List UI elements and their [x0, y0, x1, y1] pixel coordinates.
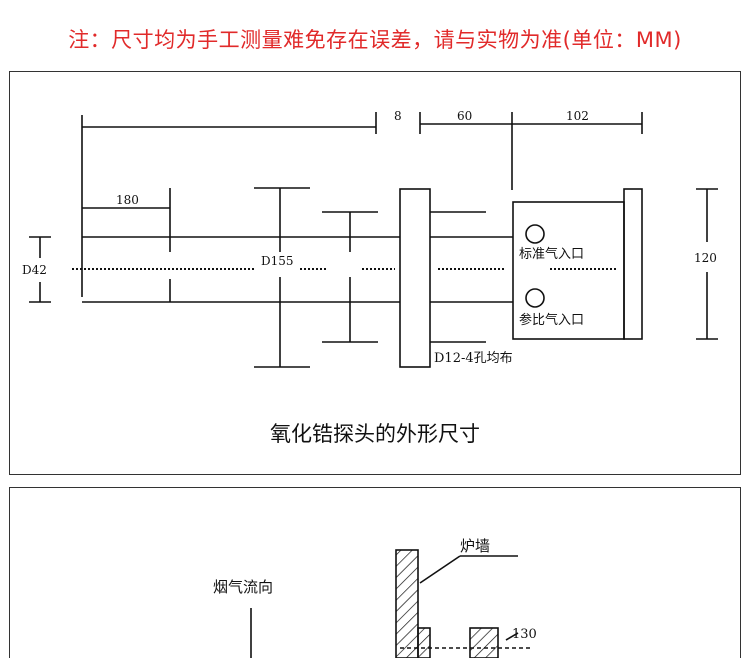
standard-gas-inlet-icon: [525, 224, 545, 244]
label-flue-gas-direction: 烟气流向: [213, 578, 273, 596]
mounting-flange: [469, 627, 499, 658]
label-180: 180: [116, 193, 139, 207]
installation-drawing: 炉墙 烟气流向 130: [213, 537, 537, 658]
flange: [399, 188, 431, 368]
label-reference-gas-inlet: 参比气入口: [519, 312, 584, 328]
installation-panel: 炉墙 烟气流向 130: [9, 487, 741, 658]
label-d42: D42: [22, 263, 47, 277]
label-d12-holes: D12-4孔均布: [434, 351, 513, 366]
reference-gas-inlet-icon: [525, 288, 545, 308]
label-60: 60: [457, 109, 472, 123]
head-cap: [623, 188, 643, 340]
label-standard-gas-inlet: 标准气入口: [519, 246, 584, 262]
label-d155: D155: [261, 254, 294, 268]
probe-dimension-drawing: D42 D155 180 8 60 102 120 D12-4孔均布 标准气入口…: [22, 109, 718, 368]
label-120: 120: [694, 251, 717, 265]
label-8: 8: [394, 109, 402, 123]
label-130: 130: [512, 627, 537, 642]
probe-caption: 氧化锆探头的外形尺寸: [270, 422, 480, 446]
furnace-wall: [395, 549, 419, 658]
label-102: 102: [566, 109, 589, 123]
label-furnace-wall: 炉墙: [460, 537, 490, 555]
measurement-note: 注：尺寸均为手工测量难免存在误差，请与实物为准(单位：MM): [68, 28, 682, 52]
probe-dimension-panel: D42 D155 180 8 60 102 120 D12-4孔均布 标准气入口…: [9, 71, 741, 475]
